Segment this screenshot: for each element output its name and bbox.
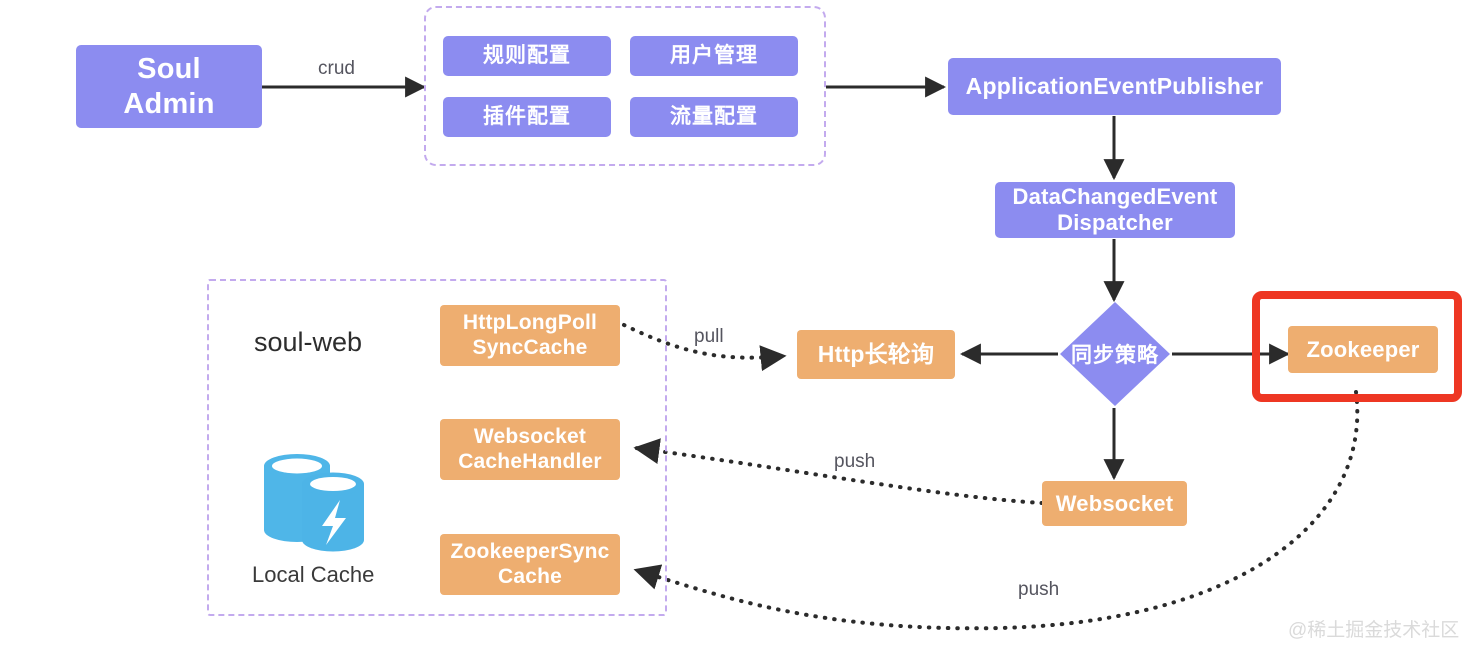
rule-config-label: 规则配置: [483, 43, 571, 67]
user-manage-label: 用户管理: [670, 43, 758, 67]
node-websocket-cache-handler[interactable]: Websocket CacheHandler: [440, 419, 620, 480]
node-plugin-config[interactable]: 插件配置: [443, 97, 611, 137]
http-long-poll-sync-cache-line-2: SyncCache: [472, 335, 588, 359]
soul-admin-line-2: Admin: [123, 87, 215, 120]
database-cylinder-icon: [264, 454, 364, 552]
soul-admin-line-1: Soul: [137, 53, 201, 86]
edge-label-push-zookeeper: push: [1018, 579, 1060, 600]
node-zookeeper[interactable]: Zookeeper: [1288, 326, 1438, 373]
node-zookeeper-sync-cache[interactable]: ZookeeperSync Cache: [440, 534, 620, 595]
sync-strategy-diamond-shape: [1060, 302, 1170, 406]
watermark: @稀土掘金技术社区: [1288, 620, 1460, 641]
node-user-manage[interactable]: 用户管理: [630, 36, 798, 76]
edge-label-crud: crud: [318, 58, 355, 79]
local-cache-label: Local Cache: [252, 562, 375, 587]
node-soul-admin[interactable]: Soul Admin: [76, 45, 262, 128]
traffic-config-label: 流量配置: [670, 104, 758, 128]
node-application-event-publisher[interactable]: ApplicationEventPublisher: [948, 58, 1281, 115]
node-sync-strategy[interactable]: 同步策略: [1058, 300, 1172, 408]
node-http-long-poll-sync-cache[interactable]: HttpLongPoll SyncCache: [440, 305, 620, 366]
node-http-long-poll[interactable]: Http长轮询: [797, 330, 955, 379]
group-admin-config: [424, 6, 826, 166]
node-data-changed-event-dispatcher[interactable]: DataChangedEvent Dispatcher: [995, 182, 1235, 238]
zookeeper-sync-cache-line-1: ZookeeperSync: [450, 539, 610, 563]
edge-push-zookeeper: [633, 390, 1360, 631]
websocket-label: Websocket: [1055, 490, 1174, 516]
edge-label-push-websocket: push: [834, 451, 876, 472]
node-traffic-config[interactable]: 流量配置: [630, 97, 798, 137]
sync-strategy-label: 同步策略: [1071, 344, 1159, 367]
node-rule-config[interactable]: 规则配置: [443, 36, 611, 76]
soul-web-title: soul-web: [254, 327, 363, 357]
node-websocket[interactable]: Websocket: [1042, 481, 1187, 526]
plugin-config-label: 插件配置: [483, 104, 571, 128]
highlight-zookeeper: [1252, 291, 1462, 402]
dispatcher-line-1: DataChangedEvent: [1012, 184, 1218, 210]
local-cache-icon: [258, 450, 373, 560]
group-soul-web: [207, 279, 667, 616]
application-event-publisher-label: ApplicationEventPublisher: [965, 72, 1264, 99]
http-long-poll-label: Http长轮询: [817, 340, 935, 367]
websocket-cache-handler-line-1: Websocket: [473, 424, 587, 448]
edge-label-pull: pull: [694, 326, 724, 347]
zookeeper-label: Zookeeper: [1306, 336, 1420, 362]
websocket-cache-handler-line-2: CacheHandler: [458, 449, 602, 473]
http-long-poll-sync-cache-line-1: HttpLongPoll: [462, 310, 598, 334]
zookeeper-sync-cache-line-2: Cache: [497, 564, 563, 588]
dispatcher-line-2: Dispatcher: [1057, 210, 1173, 235]
